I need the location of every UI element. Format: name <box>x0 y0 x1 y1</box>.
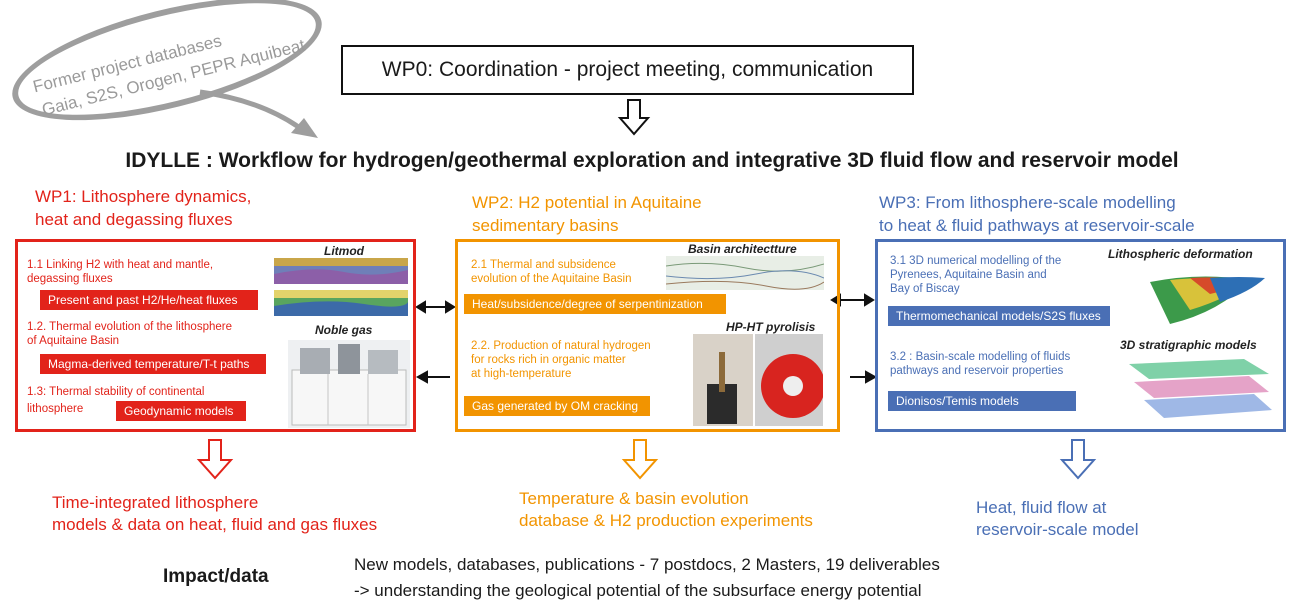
wp1-outcome-line1: Time-integrated lithosphere <box>52 493 259 512</box>
wp2-task2-line2: for rocks rich in organic matter <box>471 354 626 366</box>
wp1-wp2-double-arrow <box>415 300 456 314</box>
lithospheric-deformation-image <box>1140 262 1276 332</box>
wp3-task1-line1: 3.1 3D numerical modelling of the <box>890 255 1062 267</box>
wp0-box: WP0: Coordination - project meeting, com… <box>341 45 914 95</box>
wp3-outcome-line2: reservoir-scale model <box>976 520 1139 539</box>
wp3-down-arrow <box>1059 439 1097 480</box>
wp1-title-line1: WP1: Lithosphere dynamics, <box>35 187 252 206</box>
wp2-down-arrow <box>621 439 659 480</box>
wp1-task1-tag: Present and past H2/He/heat fluxes <box>40 290 258 310</box>
wp2-task1-line2: evolution of the Aquitaine Basin <box>471 273 632 285</box>
wp2-task2-line1: 2.2. Production of natural hydrogen <box>471 340 651 352</box>
stratigraphic-models-image <box>1129 359 1272 418</box>
wp3-box <box>875 239 1286 432</box>
wp1-task2-tag: Magma-derived temperature/T-t paths <box>40 354 266 374</box>
wp1-task2-line2: of Aquitaine Basin <box>27 335 120 347</box>
wp3-image-strat-label: 3D stratigraphic models <box>1120 338 1257 352</box>
wp1-down-arrow <box>196 439 234 480</box>
wp3-image-lith-label: Lithospheric deformation <box>1108 247 1253 261</box>
wp0-down-arrow <box>617 99 651 136</box>
wp2-task1-tag: Heat/subsidence/degree of serpentinizati… <box>464 294 726 314</box>
wp3-outcome-line1: Heat, fluid flow at <box>976 498 1107 517</box>
wp1-task3-tag: Geodynamic models <box>116 401 246 421</box>
wp1-image-noble-gas-label: Noble gas <box>315 323 373 337</box>
former-to-title-arrow <box>199 89 302 131</box>
wp1-task3-line1: 1.3: Thermal stability of continental <box>27 386 205 398</box>
impact-line2: -> understanding the geological potentia… <box>354 581 922 600</box>
wp3-title-line2: to heat & fluid pathways at reservoir-sc… <box>879 216 1195 235</box>
wp2-task1-line1: 2.1 Thermal and subsidence <box>471 259 616 271</box>
wp1-title-line2: heat and degassing fluxes <box>35 210 233 229</box>
wp3-task2-line1: 3.2 : Basin-scale modelling of fluids <box>890 351 1071 363</box>
wp3-task1-line3: Bay of Biscay <box>890 283 960 295</box>
impact-label: Impact/data <box>163 566 269 587</box>
wp2-title-line1: WP2: H2 potential in Aquitaine <box>472 193 702 212</box>
wp1-task1-line1: 1.1 Linking H2 with heat and mantle, <box>27 259 214 271</box>
wp1-outcome-line2: models & data on heat, fluid and gas flu… <box>52 515 378 534</box>
impact-line1: New models, databases, publications - 7 … <box>354 555 940 574</box>
wp1-box <box>15 239 416 432</box>
former-arrow-head <box>291 118 318 138</box>
wp2-to-wp3-arrow <box>850 370 878 384</box>
wp2-box <box>455 239 840 432</box>
wp3-task2-tag: Dionisos/Temis models <box>888 391 1076 411</box>
wp1-image-litmod-label: Litmod <box>324 244 364 258</box>
wp1-task2-line1: 1.2. Thermal evolution of the lithospher… <box>27 321 232 333</box>
wp2-image-basin-label: Basin architectture <box>688 242 797 256</box>
wp3-task1-line2: Pyrenees, Aquitaine Basin and <box>890 269 1047 281</box>
pyrolysis-photo-image <box>693 334 823 426</box>
litmod-section-image <box>274 258 408 316</box>
main-title: IDYLLE : Workflow for hydrogen/geotherma… <box>125 149 1179 172</box>
wp2-image-pyrolysis-label: HP-HT pyrolisis <box>726 320 816 334</box>
wp2-title-line2: sedimentary basins <box>472 216 619 235</box>
wp2-outcome-line1: Temperature & basin evolution <box>519 489 749 508</box>
wp2-task2-tag: Gas generated by OM cracking <box>464 396 650 416</box>
wp2-outcome-line2: database & H2 production experiments <box>519 511 813 530</box>
wp3-title-line1: WP3: From lithosphere-scale modelling <box>879 193 1176 212</box>
basin-architecture-image <box>666 256 824 290</box>
noble-gas-instrument-image <box>288 340 410 428</box>
wp1-task1-line2: degassing fluxes <box>27 273 113 285</box>
wp1-task3-line2: lithosphere <box>27 403 84 415</box>
wp3-task1-tag: Thermomechanical models/S2S fluxes <box>888 306 1110 326</box>
wp2-to-wp1-arrow <box>415 370 450 384</box>
wp2-task2-line3: at high-temperature <box>471 368 572 380</box>
wp3-task2-line2: pathways and reservoir properties <box>890 365 1064 377</box>
